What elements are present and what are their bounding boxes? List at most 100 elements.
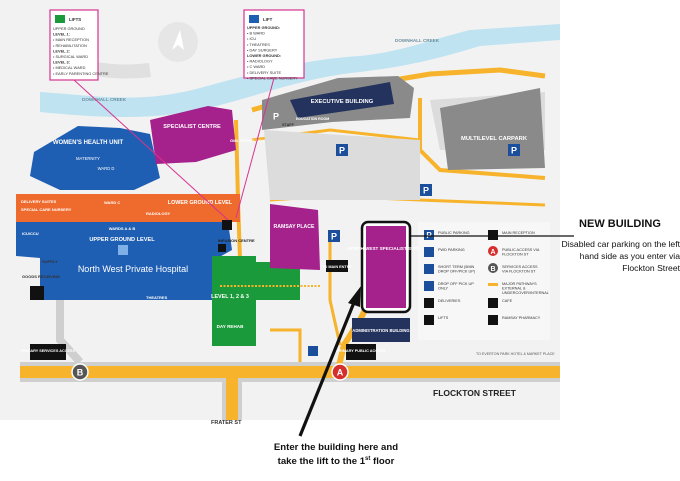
upper-ground-label: UPPER GROUND LEVEL	[89, 237, 155, 243]
ward-d-label: WARD D	[98, 166, 115, 171]
staff-label: STAFF	[282, 123, 295, 127]
lift-box-line: • MAIN RECEPTION	[53, 37, 89, 42]
womens-health-title: WOMEN'S HEALTH UNIT	[53, 140, 124, 146]
legend-marker-letter: B	[490, 266, 495, 273]
lift-box-right-lines: UPPER GROUND:• B WARD• ICU• THEATRES• DA…	[247, 25, 298, 80]
legend-label: FLOCKTON ST	[502, 253, 529, 257]
legend-label: PUBLIC ACCESS VIA	[502, 248, 540, 252]
legend-label: SERVICES ACCESS	[502, 265, 538, 269]
bottom-note-line3: floor	[370, 456, 395, 468]
marker-b-icon: B	[71, 363, 89, 381]
legend-deliveries-icon	[424, 298, 434, 308]
callout-title: NEW BUILDING	[579, 218, 661, 230]
legend-label: PUBLIC PARKING	[438, 231, 470, 235]
ramsay-place	[270, 204, 320, 270]
legend-parking-icon	[424, 230, 434, 240]
lift-right-leader-line	[235, 77, 275, 219]
parking-icons: P P P P P	[270, 110, 520, 356]
bottom-note-line2-wrap: take the lift to the 1st floor	[236, 455, 436, 469]
parking-icon: P	[336, 144, 348, 156]
bottom-note: Enter the building here and take the lif…	[236, 442, 436, 469]
legend-pharmacy-icon	[488, 315, 498, 325]
svg-text:P: P	[511, 146, 517, 156]
svg-text:P: P	[273, 112, 279, 122]
legend-reception-icon	[488, 230, 498, 240]
admin-building	[352, 318, 410, 342]
lift-box-line: UPPER GROUND:	[247, 25, 280, 30]
legend-short-icon	[424, 264, 434, 274]
education-label: EDUCATION ROOM	[296, 117, 329, 121]
hospital-logo-icon	[118, 245, 128, 255]
svg-text:P: P	[423, 186, 429, 196]
legend-label: PWD PARKING	[438, 248, 465, 252]
legend-label: SHORT TERM (5MIN	[438, 265, 475, 269]
day-rehab-label: DAY REHAB	[217, 324, 244, 329]
legend-cafe-icon	[488, 298, 498, 308]
legend-panel	[418, 222, 550, 340]
legend-item: MAIN RECEPTION	[488, 230, 535, 240]
legend-dropoff-icon	[424, 281, 434, 291]
primary-services-label: PRIMARY SERVICES ACCESS	[21, 349, 76, 353]
street-label-frater: FRATER ST	[211, 420, 242, 426]
lift-box-line: • SPECIAL CARE NURSERY	[247, 75, 298, 80]
bottom-note-line1: Enter the building here and	[273, 442, 399, 453]
lower-ground-band	[16, 194, 240, 222]
lift-box-left-title: LIFTS	[69, 17, 81, 22]
lift-icon-2	[218, 244, 226, 252]
hospital-name: North West Private Hospital	[78, 264, 188, 274]
legend-path-icon	[488, 283, 498, 286]
primary-public-label: PRIMARY PUBLIC ACCESS	[336, 349, 386, 353]
legend-label: EXTERNAL &	[502, 287, 526, 291]
legend-label: RAMSAY PHARMACY	[502, 316, 541, 320]
parking-icon: P	[420, 184, 432, 196]
to-main-entry-tag	[326, 260, 348, 272]
lower-ground-label: LOWER GROUND LEVEL	[168, 200, 233, 206]
executive-label: EXECUTIVE BUILDING	[311, 99, 374, 105]
legend-marker-letter: A	[490, 249, 495, 256]
delivery-suites-label: DELIVERY SUITES	[21, 199, 57, 204]
legend-label: MAIN RECEPTION	[502, 231, 535, 235]
lift-box-line: UPPER GROUND	[53, 26, 85, 31]
primary-services-tag	[30, 344, 66, 360]
special-care-label: SPECIAL CARE NURSERY	[21, 207, 72, 212]
icu-label: ICU/CCU	[22, 231, 39, 236]
bottom-note-sup: st	[365, 455, 371, 462]
legend-label: VIA FLOCKTON ST	[502, 270, 536, 274]
marker-a-letter: A	[337, 368, 344, 378]
specialist-centre-label: SPECIALIST CENTRE	[163, 124, 221, 130]
lift-box-line: LEVEL 1:	[53, 32, 70, 37]
lift-box-line: • SURGICAL WARD	[53, 54, 88, 59]
lift-box-line: • MEDICAL WARD	[53, 65, 86, 70]
svg-text:P: P	[339, 146, 345, 156]
marker-b-letter: B	[77, 368, 84, 378]
lift-box-line: • B WARD	[247, 31, 265, 36]
specialist-centre	[150, 106, 236, 164]
entry-arrow-icon	[298, 286, 361, 437]
parking-icon: P	[328, 230, 340, 242]
infusion-label: INFUSION CENTRE	[218, 238, 255, 243]
parking-icon: P	[508, 144, 520, 156]
womens-health-unit	[30, 126, 160, 190]
lift-icon	[222, 220, 232, 230]
lift-box-line: • REHABILITATION	[53, 43, 87, 48]
svg-text:P: P	[331, 232, 337, 242]
multilevel-label: MULTILEVEL CARPARK	[461, 136, 528, 142]
carpark-surface	[264, 130, 420, 200]
ward-c-label: WARD C	[104, 200, 120, 205]
parking-icon	[308, 346, 318, 356]
legend-label: DROP OFF PICK UP	[438, 282, 474, 286]
legend-label: CAFE	[502, 299, 513, 303]
admin-label: ADMINISTRATION BUILDING	[352, 328, 409, 333]
lift-left-leader-line	[73, 79, 229, 221]
lift-box-line: • RADIOLOGY	[247, 59, 273, 64]
lift-box-line: • EARLY PARENTING CENTRE	[53, 71, 109, 76]
lift-box-right-title: LIFT	[263, 17, 273, 22]
lift-box-line: • ICU	[247, 36, 256, 41]
